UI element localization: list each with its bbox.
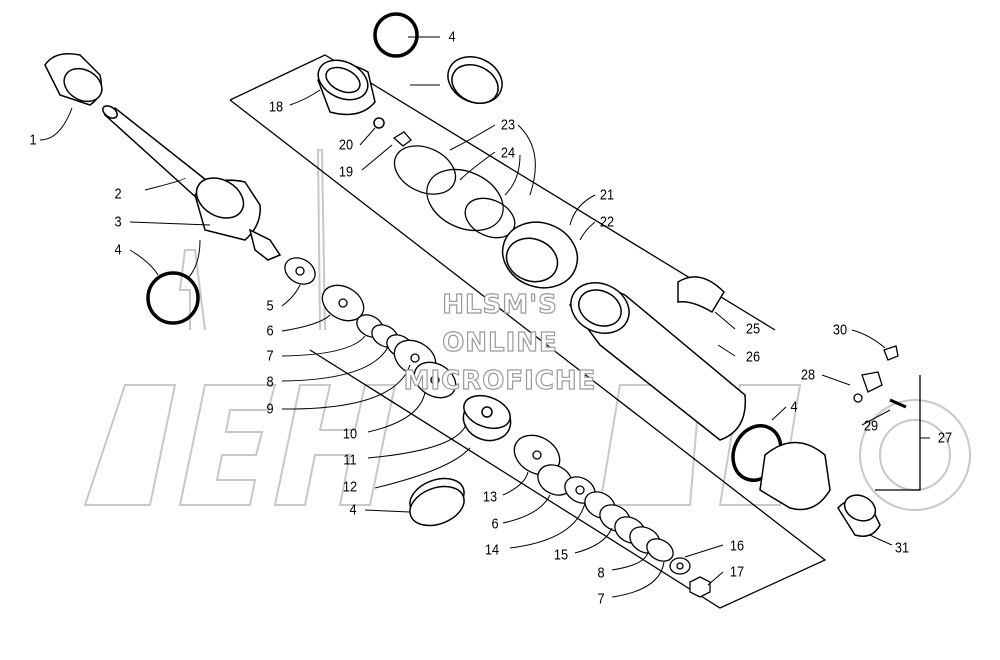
callout-25: 25: [745, 320, 761, 338]
callout-17: 17: [729, 563, 745, 581]
callout-4-top: 4: [448, 28, 456, 46]
callout-4-right: 4: [790, 398, 798, 416]
part-20-ring: [373, 117, 385, 129]
callout-16: 16: [729, 537, 745, 555]
callout-5: 5: [266, 297, 274, 315]
callout-7-lower: 7: [597, 590, 605, 608]
callout-18: 18: [268, 98, 284, 116]
callout-30: 30: [832, 321, 848, 339]
callout-6: 6: [266, 322, 274, 340]
part-12-piston: [462, 394, 512, 442]
callout-1: 1: [29, 131, 37, 149]
callout-28: 28: [800, 366, 816, 384]
part-4-band-top: [447, 56, 503, 104]
callout-2: 2: [114, 185, 122, 203]
parts-28-30-valve: [853, 345, 907, 409]
callout-4: 4: [114, 241, 122, 259]
callout-23: 23: [500, 116, 516, 134]
callout-8-lower: 8: [597, 564, 605, 582]
callout-13: 13: [482, 488, 498, 506]
leader-lines: [39, 36, 930, 598]
frame-lines: [229, 54, 827, 609]
callout-22: 22: [599, 213, 615, 231]
bracket-27: [875, 375, 921, 491]
part-27-lower-housing: [759, 441, 831, 511]
callout-29: 29: [863, 417, 879, 435]
parts-21-22-nut: [501, 221, 579, 289]
callout-4-lower: 4: [349, 501, 357, 519]
callout-14: 14: [484, 541, 500, 559]
callout-9: 9: [266, 400, 274, 418]
part-19-screw: [392, 131, 412, 147]
part-4-band-lower: [409, 477, 465, 527]
callout-19: 19: [338, 163, 354, 181]
callout-8: 8: [266, 373, 274, 391]
callout-11: 11: [343, 451, 357, 469]
callout-7: 7: [266, 347, 274, 365]
part-1-cap: [44, 53, 103, 106]
part-18-reservoir-cap: [317, 59, 376, 116]
callout-10: 10: [342, 425, 358, 443]
watermark-logo: [83, 149, 971, 511]
callout-27: 27: [937, 429, 953, 447]
part-25-boot: [677, 276, 725, 314]
callout-21: 21: [599, 186, 615, 204]
part-4-oring-left: [146, 271, 200, 325]
part-3-piston-body: [194, 177, 282, 261]
callout-3: 3: [114, 213, 122, 231]
watermark-line1: HLSM'S: [442, 290, 558, 320]
watermark-line3: MICROFICHE: [403, 366, 597, 396]
part-31-bushing: [837, 494, 881, 537]
callout-12: 12: [342, 478, 358, 496]
callout-20: 20: [338, 136, 354, 154]
callout-24: 24: [500, 144, 516, 162]
part-4-oring-top: [373, 12, 419, 58]
callout-6-lower: 6: [491, 515, 499, 533]
washer-stack-lower: [513, 434, 711, 598]
watermark-line2: ONLINE: [442, 328, 558, 358]
callout-26: 26: [745, 348, 761, 366]
callout-15: 15: [553, 546, 569, 564]
callout-31: 31: [894, 539, 910, 557]
washer-stack-upper: [284, 257, 457, 399]
part-26-spring-body: [569, 282, 747, 441]
